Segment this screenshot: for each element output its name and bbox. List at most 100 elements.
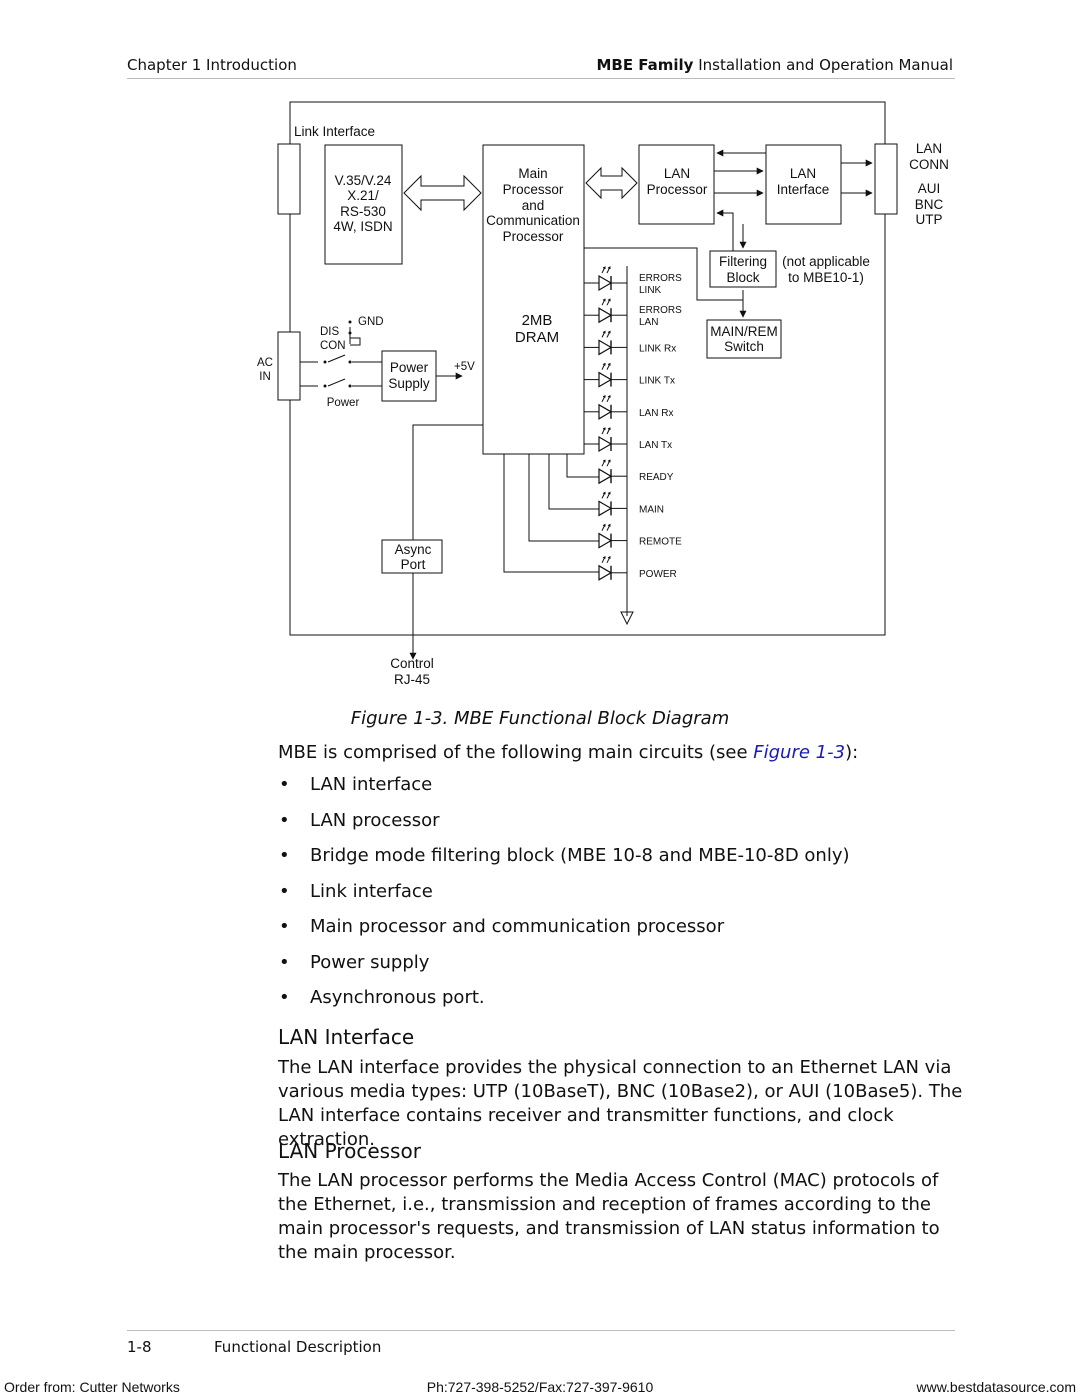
led-diode-icon bbox=[598, 339, 613, 356]
svg-text:LAN: LAN bbox=[664, 166, 690, 181]
svg-text:+5V: +5V bbox=[454, 361, 475, 373]
svg-text:Processor: Processor bbox=[503, 229, 564, 244]
running-header-chapter: Chapter 1 Introduction bbox=[127, 56, 297, 74]
led-indicator: READY bbox=[598, 459, 674, 485]
led-label: MAIN bbox=[639, 504, 664, 515]
link-connector bbox=[277, 143, 301, 215]
svg-text:AUI: AUI bbox=[918, 181, 941, 196]
list-item: Asynchronous port. bbox=[278, 987, 850, 1023]
list-item: LAN interface bbox=[278, 774, 850, 810]
lan-bus-arrow bbox=[585, 166, 638, 200]
led-label: ERRORS bbox=[639, 273, 682, 284]
header-rule bbox=[127, 78, 955, 79]
svg-text:and: and bbox=[522, 198, 545, 213]
order-website[interactable]: www.bestdatasource.com bbox=[916, 1379, 1076, 1395]
led-indicator: REMOTE bbox=[598, 523, 682, 549]
section-heading-lan-processor: LAN Processor bbox=[278, 1139, 421, 1163]
led-diode-icon bbox=[598, 274, 613, 292]
led-diode-icon bbox=[598, 564, 613, 581]
order-source: Order from: Cutter Networks bbox=[4, 1379, 180, 1395]
led-diode-icon bbox=[598, 371, 613, 388]
svg-text:LAN: LAN bbox=[790, 166, 816, 181]
footer-rule bbox=[127, 1330, 955, 1331]
svg-text:Block: Block bbox=[726, 270, 759, 285]
led-indicator: LINK Rx bbox=[584, 330, 676, 356]
led-indicator: POWER bbox=[598, 555, 677, 581]
svg-text:CONN: CONN bbox=[909, 157, 949, 172]
circuit-list: LAN interface LAN processor Bridge mode … bbox=[278, 774, 850, 1023]
svg-text:Filtering: Filtering bbox=[719, 254, 767, 269]
svg-text:Processor: Processor bbox=[503, 182, 564, 197]
svg-text:Switch: Switch bbox=[724, 339, 764, 354]
manual-title-rest: Installation and Operation Manual bbox=[693, 56, 953, 74]
svg-text:CON: CON bbox=[320, 340, 346, 352]
link-interface-box bbox=[324, 144, 403, 265]
running-header-title: MBE Family Installation and Operation Ma… bbox=[596, 56, 953, 74]
async-port-box bbox=[381, 539, 443, 574]
led-label: POWER bbox=[639, 569, 677, 580]
order-phone: Ph:727-398-5252/Fax:727-397-9610 bbox=[426, 1379, 654, 1395]
svg-text:to MBE10-1): to MBE10-1) bbox=[788, 270, 864, 285]
main-processor-box bbox=[482, 144, 585, 455]
filtering-block-box bbox=[709, 250, 777, 288]
svg-text:DIS: DIS bbox=[320, 326, 340, 338]
svg-text:IN: IN bbox=[259, 371, 271, 383]
svg-text:RJ-45: RJ-45 bbox=[394, 672, 430, 687]
figure-reference-link[interactable]: Figure 1-3 bbox=[753, 742, 846, 763]
svg-text:X.21/: X.21/ bbox=[347, 188, 379, 203]
led-label: LINK Rx bbox=[639, 343, 676, 354]
link-bus-arrow bbox=[403, 174, 482, 212]
page-number: 1-8 bbox=[127, 1338, 152, 1356]
led-indicator: LINK Tx bbox=[584, 362, 675, 388]
ac-in-connector bbox=[277, 331, 301, 401]
led-label: ERRORS bbox=[639, 305, 682, 316]
led-diode-icon bbox=[598, 403, 613, 420]
svg-text:UTP: UTP bbox=[916, 212, 943, 227]
list-item: Main processor and communication process… bbox=[278, 916, 850, 952]
section-heading-lan-interface: LAN Interface bbox=[278, 1025, 415, 1049]
svg-text:MAIN/REM: MAIN/REM bbox=[710, 324, 778, 339]
svg-text:Supply: Supply bbox=[388, 376, 430, 391]
lan-connector bbox=[874, 143, 898, 215]
led-diode-icon bbox=[598, 307, 613, 324]
lan-processor-paragraph: The LAN processor performs the Media Acc… bbox=[278, 1170, 940, 1263]
led-label: READY bbox=[639, 472, 674, 483]
led-label: LAN bbox=[639, 317, 658, 328]
svg-text:Power: Power bbox=[390, 360, 429, 375]
svg-text:Interface: Interface bbox=[777, 182, 830, 197]
led-label: LINK bbox=[639, 285, 662, 296]
led-indicator: LAN Rx bbox=[584, 394, 673, 420]
led-label: REMOTE bbox=[639, 537, 682, 548]
svg-text:Async: Async bbox=[395, 542, 432, 557]
list-item: Bridge mode filtering block (MBE 10-8 an… bbox=[278, 845, 850, 881]
lan-interface-paragraph: The LAN interface provides the physical … bbox=[278, 1057, 963, 1150]
main-rem-switch-box bbox=[706, 319, 782, 359]
svg-text:GND: GND bbox=[358, 316, 384, 328]
svg-text:(not applicable: (not applicable bbox=[782, 254, 870, 269]
svg-text:V.35/V.24: V.35/V.24 bbox=[335, 173, 392, 188]
led-label: LINK Tx bbox=[639, 376, 675, 387]
led-diode-icon bbox=[598, 500, 613, 517]
lan-interface-box bbox=[765, 144, 842, 225]
link-interface-label: Link Interface bbox=[294, 124, 375, 139]
led-diode-icon bbox=[598, 468, 613, 485]
figure-caption: Figure 1-3. MBE Functional Block Diagram bbox=[350, 708, 730, 729]
led-diode-icon bbox=[598, 532, 613, 549]
footer-section: Functional Description bbox=[214, 1338, 382, 1356]
lan-processor-box bbox=[638, 144, 715, 225]
svg-text:DRAM: DRAM bbox=[515, 329, 559, 346]
svg-text:4W, ISDN: 4W, ISDN bbox=[333, 219, 392, 234]
list-item: Power supply bbox=[278, 952, 850, 988]
svg-text:Control: Control bbox=[390, 656, 434, 671]
svg-text:RS-530: RS-530 bbox=[340, 204, 386, 219]
intro-paragraph: MBE is comprised of the following main c… bbox=[278, 742, 859, 763]
led-label: LAN Tx bbox=[639, 440, 672, 451]
led-label: LAN Rx bbox=[639, 408, 673, 419]
led-indicator: LAN Tx bbox=[584, 427, 672, 453]
svg-text:Communication: Communication bbox=[486, 213, 580, 228]
manual-family-name: MBE Family bbox=[596, 56, 694, 74]
